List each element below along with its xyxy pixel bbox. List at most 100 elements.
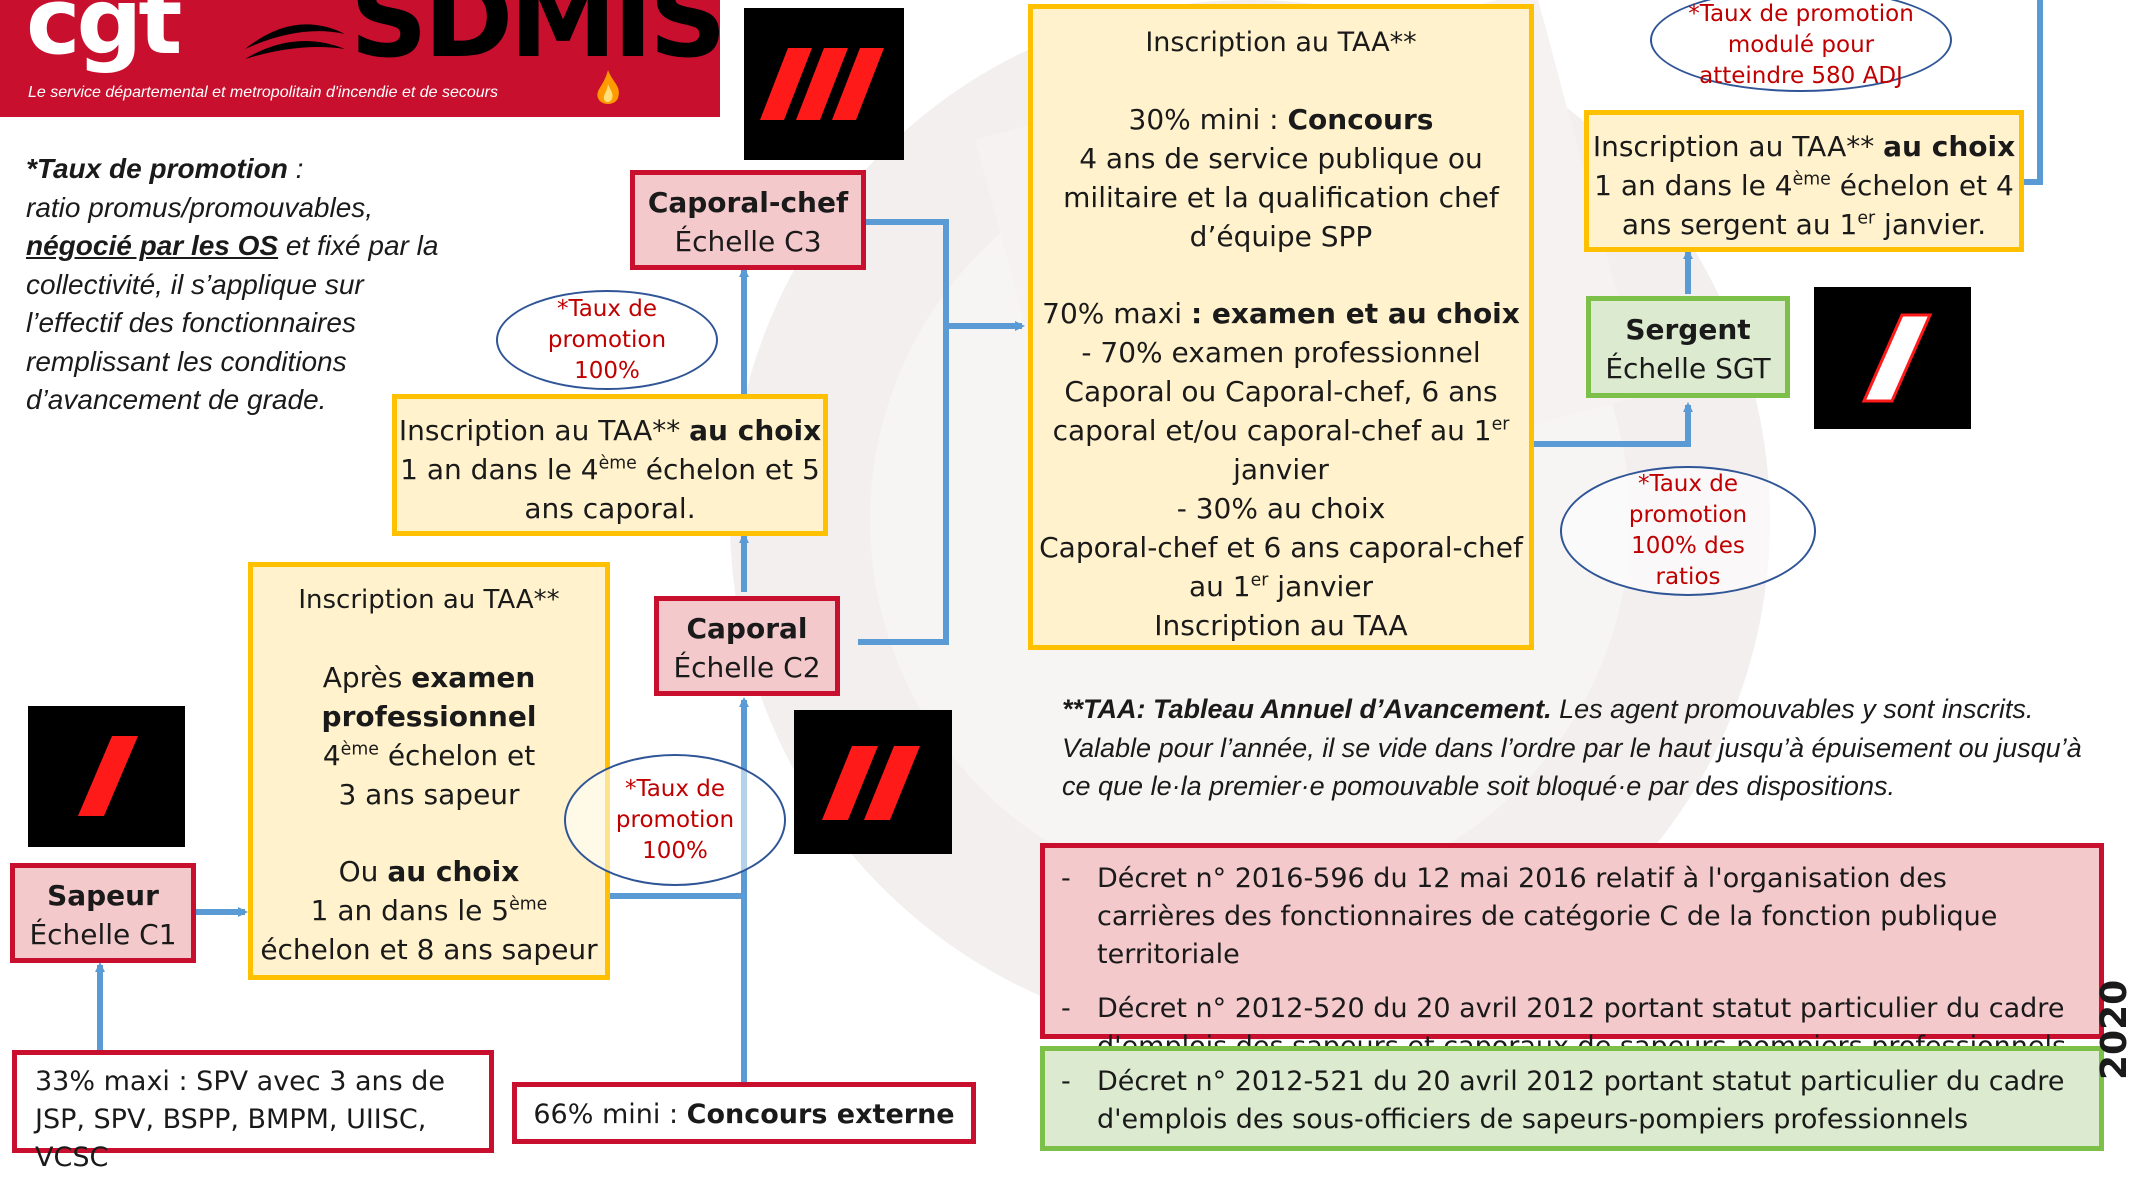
taa-note-title: **TAA: Tableau Annuel d’Avancement.: [1062, 694, 1552, 724]
taa-line: caporal et/ou caporal-chef au 1: [1052, 414, 1492, 447]
oval-line: atteindre 580 ADJ: [1699, 62, 1903, 89]
promotion-rate-oval: *Taux de promotion 100% des ratios: [1560, 466, 1816, 596]
oval-line: *Taux de: [556, 295, 658, 322]
taa-line: militaire et la qualification chef: [1063, 181, 1499, 214]
taa-line: - 70% examen professionnel: [1081, 336, 1481, 369]
taa-line: Inscription au TAA**: [1592, 130, 1884, 163]
connector-arrows: [95, 0, 2043, 1085]
grade-title: Caporal-chef: [647, 186, 849, 219]
decree-item: Décret n° 2012-521 du 20 avril 2012 port…: [1045, 1063, 2069, 1139]
taa-adjudant: Inscription au TAA** au choix 1 an dans …: [1584, 110, 2024, 252]
grade-sergent: Sergent Échelle SGT: [1586, 296, 1790, 398]
sapeur-insignia: [28, 706, 185, 847]
taa-line: Inscription au TAA: [1154, 609, 1408, 642]
taa-line: 1 an dans le 5: [310, 894, 510, 927]
grade-title: Caporal: [686, 612, 808, 645]
oval-line: *Taux de: [624, 775, 726, 802]
taa-line: échelon et 8 ans sapeur: [260, 933, 598, 966]
taa-line: échelon et: [378, 739, 536, 772]
oval-line: promotion: [615, 806, 735, 833]
promotion-note-title: *Taux de promotion: [26, 153, 288, 184]
grade-scale: Échelle C2: [673, 651, 821, 684]
stripes-icon: [822, 746, 920, 820]
taa-choice: au choix: [1883, 130, 2016, 163]
taa-sup: er: [1857, 208, 1876, 229]
taa-line: échelon et 4: [1830, 169, 2014, 202]
promotion-note: *Taux de promotion : ratio promus/promou…: [26, 150, 466, 420]
promotion-rate-oval: *Taux de promotion 100%: [564, 754, 786, 886]
taa-line: 1 an dans le 4: [400, 453, 599, 486]
taa-caporal-chef: Inscription au TAA** au choix 1 an dans …: [392, 394, 828, 536]
taa-line: au 1: [1188, 570, 1251, 603]
promotion-note-rest: et fixé par la collectivité, il s’appliq…: [26, 230, 439, 415]
grade-scale: Échelle SGT: [1605, 352, 1771, 385]
taa-line: 3 ans sapeur: [338, 778, 520, 811]
recruit-concours-pre: 66% mini :: [533, 1099, 687, 1130]
taa-sup: ème: [340, 739, 379, 760]
stripe-icon: [1861, 313, 1933, 403]
taa-line: Inscription au TAA**: [398, 414, 690, 447]
oval-line: *Taux de promotion: [1688, 0, 1914, 27]
oval-line: modulé pour: [1727, 31, 1875, 58]
taa-note: **TAA: Tableau Annuel d’Avancement. Les …: [1062, 690, 2102, 806]
taa-sup: ème: [1792, 169, 1831, 190]
taa-line: - 30% au choix: [1176, 492, 1386, 525]
taa-line: 1 an dans le 4: [1594, 169, 1793, 202]
decree-item: Décret n° 2016-596 du 12 mai 2016 relati…: [1045, 860, 2069, 974]
taa-note-text: Les agent promouvables y sont inscrits. …: [1062, 694, 2082, 801]
taa-line: ans sergent au 1: [1621, 208, 1858, 241]
caporal-insignia: [794, 710, 952, 854]
stripes-icon: [760, 48, 884, 120]
taa-line: ans caporal.: [524, 492, 696, 525]
taa-caporal: Inscription au TAA** Après examen profes…: [248, 562, 610, 980]
grade-title: Sapeur: [47, 879, 159, 912]
grade-caporal: Caporal Échelle C2: [654, 596, 840, 696]
grade-caporal-chef: Caporal-chef Échelle C3: [630, 170, 866, 270]
decree-box-red: Décret n° 2016-596 du 12 mai 2016 relati…: [1040, 843, 2104, 1062]
taa-bold: examen: [411, 661, 536, 694]
taa-line: Ou: [338, 855, 388, 888]
taa-sup: ème: [598, 453, 637, 474]
recruit-spv-box: 33% maxi : SPV avec 3 ans de JSP, SPV, B…: [12, 1050, 494, 1173]
taa-line: janvier: [1268, 570, 1374, 603]
taa-line: janvier.: [1875, 208, 1987, 241]
taa-sup: er: [1491, 414, 1510, 435]
taa-line: Caporal-chef et 6 ans caporal-chef: [1039, 531, 1523, 564]
oval-line: 100%: [642, 837, 708, 864]
taa-line: 30% mini :: [1128, 103, 1288, 136]
sergent-insignia: [1814, 287, 1971, 429]
taa-line: échelon et 5: [636, 453, 820, 486]
oval-line: promotion: [547, 326, 667, 353]
taa-sergent: Inscription au TAA** 30% mini : Concours…: [1028, 4, 1534, 650]
promotion-rate-oval: *Taux de promotion 100%: [496, 290, 718, 390]
logo-cgt: cgt: [26, 0, 182, 75]
logo-tagline: Le service départemental et metropolitai…: [28, 84, 498, 101]
grade-scale: Échelle C3: [674, 225, 822, 258]
taa-line: 70% maxi: [1042, 297, 1191, 330]
recruit-concours-box: 66% mini : Concours externe: [512, 1082, 976, 1144]
taa-bold: professionnel: [321, 700, 537, 733]
logo-sdmis: SDMIS: [350, 0, 720, 82]
taa-line: janvier: [1233, 453, 1329, 486]
promotion-note-colon: :: [287, 153, 304, 184]
promotion-note-line1: ratio promus/promouvables,: [26, 191, 374, 223]
taa-bold: Concours: [1287, 103, 1434, 136]
taa-sup: er: [1250, 570, 1269, 591]
oval-line: promotion: [1628, 502, 1748, 528]
taa-head: Inscription au TAA**: [1145, 27, 1417, 58]
grade-sapeur: Sapeur Échelle C1: [10, 863, 196, 963]
oval-line: *Taux de: [1637, 471, 1739, 497]
taa-line: d’équipe SPP: [1189, 220, 1373, 253]
taa-choice: au choix: [689, 414, 822, 447]
caporal-chef-insignia: [744, 8, 904, 160]
recruit-spv-text: 33% maxi : SPV avec 3 ans de JSP, SPV, B…: [35, 1066, 446, 1173]
oval-line: ratios: [1655, 564, 1721, 590]
year-label: 2020: [2094, 979, 2135, 1080]
promotion-note-negocie: négocié par les OS: [26, 230, 279, 261]
oval-line: 100%: [574, 357, 640, 384]
grade-title: Sergent: [1625, 313, 1751, 346]
decree-box-green: Décret n° 2012-521 du 20 avril 2012 port…: [1040, 1046, 2104, 1151]
recruit-concours-label: Concours externe: [686, 1099, 955, 1130]
promotion-rate-oval: *Taux de promotion modulé pour atteindre…: [1650, 0, 1952, 92]
taa-sup: ème: [509, 894, 548, 915]
